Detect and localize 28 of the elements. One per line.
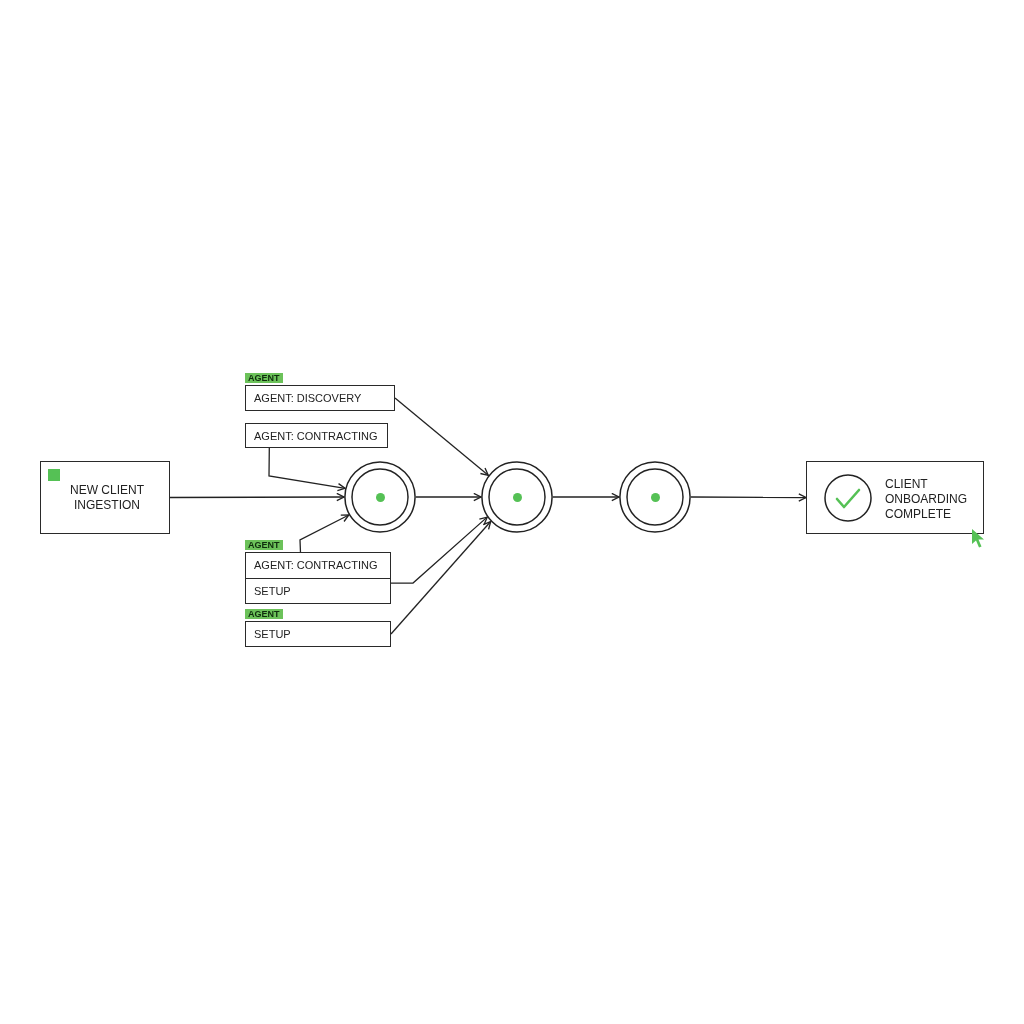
arrow (169, 492, 345, 502)
process-box (245, 385, 395, 411)
state-circle (344, 461, 416, 533)
arrow (268, 447, 346, 492)
process-box (40, 461, 170, 534)
process-box (245, 552, 391, 604)
node-label: SETUP (246, 577, 390, 603)
tag: AGENT (245, 609, 283, 619)
arrow (690, 493, 807, 502)
node-label: AGENT: CONTRACTING (253, 558, 379, 574)
process-box (806, 461, 984, 534)
node-label: AGENT: DISCOVERY (253, 391, 363, 405)
tag: AGENT (245, 373, 283, 383)
arrow (299, 514, 350, 553)
arrow (394, 397, 489, 476)
arrow (390, 520, 492, 635)
tag: AGENT (245, 540, 283, 550)
node-label: CLIENT ONBOARDING COMPLETE (885, 477, 968, 522)
node-label: SETUP (253, 627, 292, 641)
arrow (390, 516, 488, 584)
process-box (245, 621, 391, 647)
state-circle (619, 461, 691, 533)
arrow (415, 492, 482, 502)
state-circle (481, 461, 553, 533)
process-box (245, 423, 388, 448)
node-label: NEW CLIENT INGESTION (69, 482, 145, 513)
node-label: AGENT: CONTRACTING (253, 428, 379, 443)
arrow (552, 492, 620, 502)
